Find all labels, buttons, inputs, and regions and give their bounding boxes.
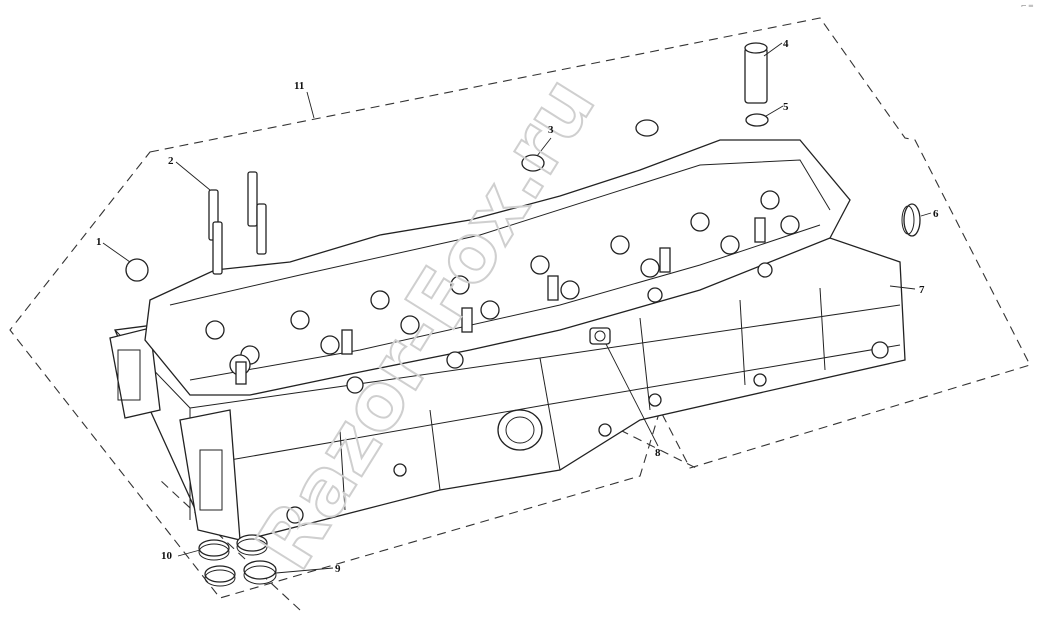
callout-1: 1 <box>96 236 102 248</box>
callout-8: 8 <box>655 447 661 459</box>
callout-5: 5 <box>783 101 789 113</box>
callout-6: 6 <box>933 208 939 220</box>
assembly-boundary-inner <box>159 429 701 611</box>
part-4-sleeve <box>744 42 768 104</box>
part-3-expansion-plug <box>521 154 545 172</box>
callout-3: 3 <box>548 124 554 136</box>
assembly-boundary-outer <box>9 17 1031 599</box>
part-1-plug <box>125 258 149 282</box>
part-6-cap-plug <box>901 203 921 237</box>
injector-bosses <box>235 217 766 385</box>
callout-2: 2 <box>168 155 174 167</box>
callout-7: 7 <box>919 284 925 296</box>
leader-lines <box>102 42 932 574</box>
corner-mark: ⌐ ═ <box>1020 2 1033 10</box>
parts-9-10-seat-rings <box>198 534 277 587</box>
part-2-dowel-pins <box>208 171 267 275</box>
callout-9: 9 <box>335 563 341 575</box>
part-8-fitting <box>589 327 611 345</box>
callout-10: 10 <box>161 550 173 562</box>
part-5-seal-ring <box>745 113 769 127</box>
callout-11: 11 <box>294 80 304 92</box>
head-gasket <box>144 139 851 396</box>
part-3-expansion-plug-b <box>635 119 659 137</box>
valve-bores <box>205 190 800 394</box>
callout-4: 4 <box>783 38 789 50</box>
